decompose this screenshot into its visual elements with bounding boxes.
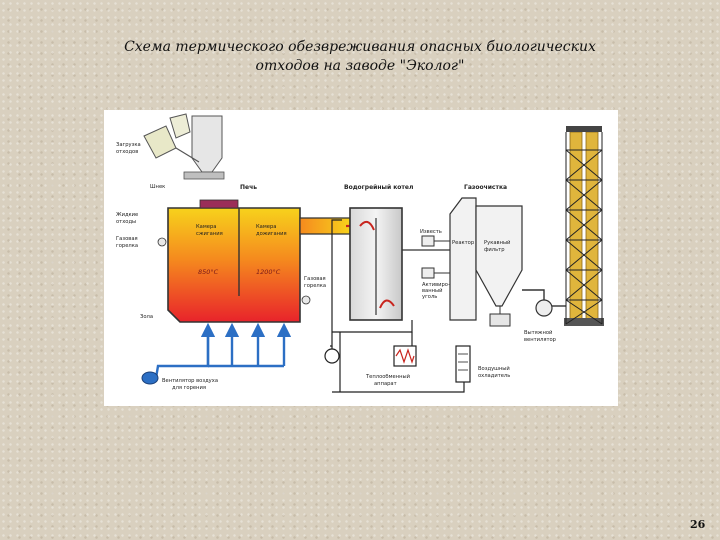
heat-exchanger [393,345,417,367]
lime-label: Известь [420,229,442,235]
boiler [349,207,403,321]
gas-burner-right [301,295,311,305]
air-fan [141,371,159,385]
boiler-label: Водогрейный котел [344,184,413,191]
air-cooler [455,345,471,383]
title-line-1: Схема термического обезвреживания опасны… [124,39,596,55]
slide-title: Схема термического обезвреживания опасны… [80,38,640,76]
page-number: 26 [690,518,706,531]
reactor-label: Реактор [452,240,475,246]
title-line-2: отходов на заводе "Эколог" [255,58,465,74]
gas-cleaning-label: Газоочистка [464,184,507,191]
circulation-pump [324,348,340,364]
furnace-label: Печь [240,184,257,191]
chimney [564,126,604,326]
flue-duct [299,217,351,235]
gas-burner-left [157,237,167,247]
ash-label: Зола [140,314,153,320]
afterburn-temp: 1200°C [256,268,281,276]
auger-label: Шнек [150,184,165,190]
combustion-temp: 850°C [198,268,219,276]
furnace [167,199,301,323]
loading-hopper [143,113,225,180]
combustion-air-lines [154,322,292,379]
gas-cleaning-unit [402,197,566,327]
